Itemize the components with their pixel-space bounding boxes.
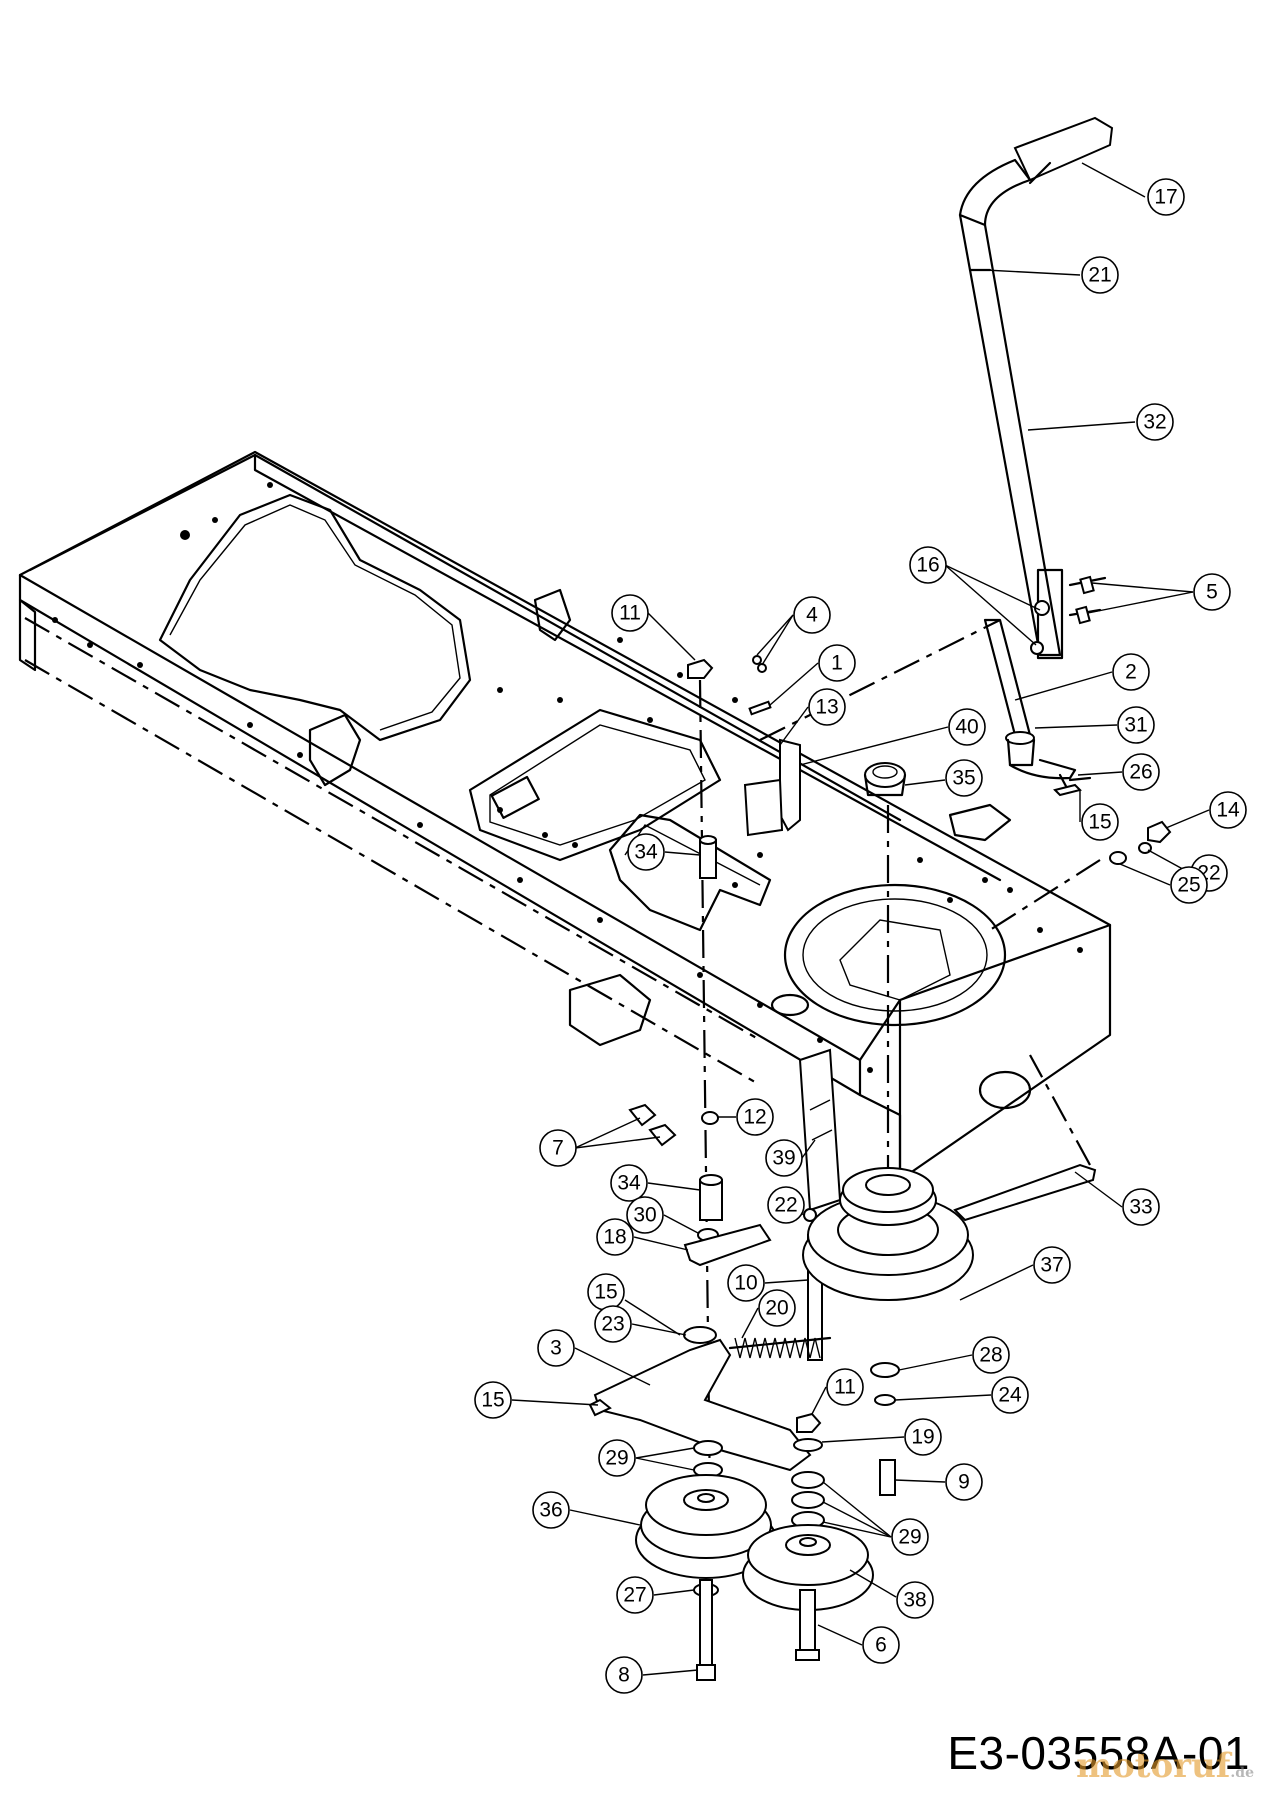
callout-8: 8 xyxy=(605,1656,699,1694)
watermark-logo: motoruf.de xyxy=(1076,1746,1254,1786)
svg-text:1: 1 xyxy=(831,652,843,675)
svg-text:20: 20 xyxy=(765,1297,788,1320)
svg-text:15: 15 xyxy=(1088,811,1111,834)
callout-31: 31 xyxy=(1034,706,1155,744)
svg-text:8: 8 xyxy=(618,1664,630,1687)
callout-34a: 34 xyxy=(627,833,701,871)
callout-29b: 29 xyxy=(822,1481,929,1556)
callout-22b: 22 xyxy=(767,1186,806,1224)
svg-text:30: 30 xyxy=(633,1204,656,1227)
svg-text:3: 3 xyxy=(550,1337,562,1360)
callout-11b: 11 xyxy=(811,1368,864,1415)
svg-text:24: 24 xyxy=(998,1384,1022,1407)
svg-text:14: 14 xyxy=(1216,799,1240,822)
callout-36: 36 xyxy=(532,1491,641,1529)
svg-text:10: 10 xyxy=(734,1272,757,1295)
svg-text:33: 33 xyxy=(1129,1196,1152,1219)
callout-17: 17 xyxy=(1081,162,1185,216)
callout-13: 13 xyxy=(779,688,846,746)
callout-15c: 15 xyxy=(474,1381,599,1419)
svg-text:18: 18 xyxy=(603,1226,626,1249)
callout-10: 10 xyxy=(727,1264,809,1302)
callout-4: 4 xyxy=(756,596,831,666)
callout-14: 14 xyxy=(1165,791,1247,829)
shift-lever-assembly xyxy=(958,116,1114,792)
svg-text:31: 31 xyxy=(1124,714,1147,737)
callout-5: 5 xyxy=(1087,573,1231,614)
svg-text:21: 21 xyxy=(1088,264,1111,287)
svg-text:7: 7 xyxy=(552,1137,564,1160)
callout-15a: 15 xyxy=(1079,790,1119,841)
svg-text:19: 19 xyxy=(911,1426,934,1449)
svg-text:35: 35 xyxy=(952,767,975,790)
svg-text:38: 38 xyxy=(903,1589,926,1612)
svg-text:27: 27 xyxy=(623,1584,646,1607)
svg-text:12: 12 xyxy=(743,1106,766,1129)
callout-33: 33 xyxy=(1074,1171,1160,1226)
callout-27: 27 xyxy=(616,1576,695,1614)
callout-30: 30 xyxy=(626,1196,699,1234)
svg-text:22: 22 xyxy=(774,1194,797,1217)
callout-35: 35 xyxy=(904,759,983,797)
svg-text:13: 13 xyxy=(815,696,838,719)
svg-text:34: 34 xyxy=(634,841,658,864)
callout-25: 25 xyxy=(1119,863,1208,904)
callout-39: 39 xyxy=(765,1139,816,1177)
callout-29a: 29 xyxy=(598,1439,695,1477)
svg-text:40: 40 xyxy=(955,716,978,739)
svg-text:16: 16 xyxy=(916,554,939,577)
callout-21: 21 xyxy=(984,256,1119,294)
callout-7: 7 xyxy=(539,1117,661,1167)
svg-text:36: 36 xyxy=(539,1499,562,1522)
callout-26: 26 xyxy=(1077,753,1160,791)
svg-text:39: 39 xyxy=(772,1147,795,1170)
svg-text:23: 23 xyxy=(601,1313,624,1336)
svg-text:32: 32 xyxy=(1143,411,1166,434)
svg-text:17: 17 xyxy=(1154,186,1177,209)
svg-text:37: 37 xyxy=(1040,1254,1063,1277)
svg-text:6: 6 xyxy=(875,1634,887,1657)
callout-18: 18 xyxy=(596,1218,689,1256)
callouts: 17 21 32 16 5 11 4 1 2 13 40 31 35 26 15… xyxy=(474,162,1247,1694)
frame xyxy=(18,450,1112,1182)
center-parts xyxy=(588,619,1172,1681)
svg-text:29: 29 xyxy=(898,1526,921,1549)
svg-text:26: 26 xyxy=(1129,761,1152,784)
callout-3: 3 xyxy=(537,1329,651,1386)
callout-9: 9 xyxy=(894,1463,983,1501)
svg-text:25: 25 xyxy=(1177,874,1200,897)
callout-16: 16 xyxy=(909,546,1041,646)
callout-6: 6 xyxy=(817,1624,900,1664)
callout-20: 20 xyxy=(741,1289,796,1339)
svg-text:29: 29 xyxy=(605,1447,628,1470)
drawing-number: E3-03558A-01 xyxy=(947,1727,1250,1779)
svg-text:15: 15 xyxy=(594,1281,617,1304)
callout-24: 24 xyxy=(894,1376,1029,1414)
callout-28: 28 xyxy=(898,1336,1010,1374)
callout-32: 32 xyxy=(1027,403,1174,441)
svg-text:11: 11 xyxy=(619,602,641,625)
svg-text:9: 9 xyxy=(958,1471,970,1494)
svg-text:11: 11 xyxy=(834,1376,856,1399)
callout-40: 40 xyxy=(799,708,986,766)
svg-text:28: 28 xyxy=(979,1344,1002,1367)
callout-34b: 34 xyxy=(610,1164,701,1202)
callout-11a: 11 xyxy=(611,594,696,661)
svg-text:5: 5 xyxy=(1206,581,1218,604)
callout-19: 19 xyxy=(821,1418,942,1456)
callout-23: 23 xyxy=(594,1305,687,1343)
svg-text:34: 34 xyxy=(617,1172,641,1195)
svg-text:4: 4 xyxy=(806,604,818,627)
callout-38: 38 xyxy=(849,1569,934,1619)
callout-12: 12 xyxy=(718,1098,774,1136)
callout-2: 2 xyxy=(1014,653,1150,701)
callout-37: 37 xyxy=(959,1246,1071,1301)
callout-1: 1 xyxy=(769,644,856,706)
svg-text:2: 2 xyxy=(1125,661,1137,684)
svg-text:15: 15 xyxy=(481,1389,504,1412)
